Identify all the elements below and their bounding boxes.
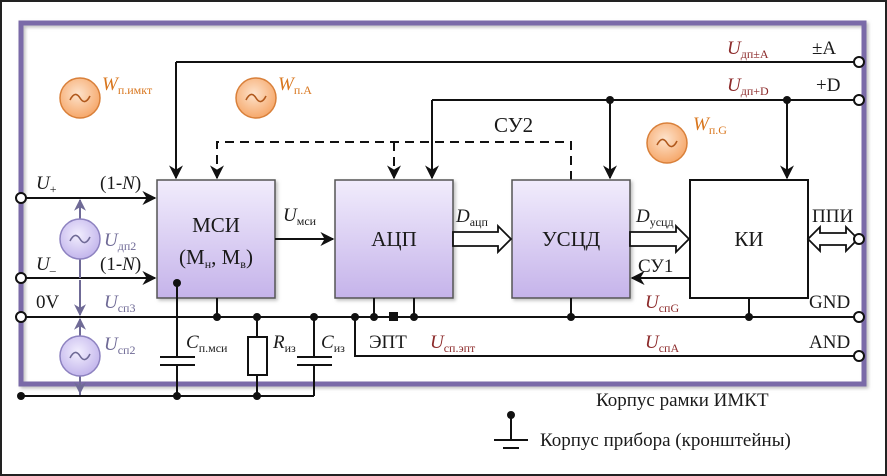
sine-icon — [656, 138, 678, 148]
junction-dot — [783, 96, 791, 104]
rail-and — [354, 317, 858, 357]
terminal-ppi[interactable] — [853, 233, 865, 245]
ppi-bidirectional-arrow — [806, 224, 860, 254]
label-d-uscd: Dусцд — [635, 206, 674, 229]
terminal-u-plus[interactable] — [15, 192, 27, 204]
label-r-iz: Rиз — [272, 332, 296, 355]
terminal-plus-d[interactable] — [853, 94, 865, 106]
label-c-p-msi: Cп.мси — [186, 332, 228, 355]
label-rail-and: AND — [809, 332, 850, 353]
label-d-adc: Dацп — [455, 206, 488, 229]
junction-dot — [173, 392, 181, 400]
junction-dot — [17, 392, 25, 400]
sine-icon — [69, 234, 91, 244]
interference-source-imkt: Wп.имкт — [59, 74, 153, 119]
label-u-sp2: Uсп2 — [104, 334, 135, 357]
label-u-sp-a: UспA — [645, 332, 679, 355]
label-u-dp2: Uдп2 — [104, 230, 136, 253]
caption-frame: Корпус рамки ИМКТ — [596, 390, 769, 411]
interference-source-g: Wп.G — [646, 114, 727, 164]
terminal-plus-a[interactable] — [853, 56, 865, 68]
label-w-p-imkt: Wп.имкт — [102, 74, 153, 97]
label-su2: СУ2 — [494, 113, 533, 137]
caption-chassis: Корпус прибора (кронштейны) — [540, 430, 791, 451]
label-u-plus: U+ — [36, 173, 57, 196]
block-adc[interactable] — [334, 179, 454, 299]
label-w-p-a: Wп.A — [278, 74, 312, 97]
label-u-sp-ept: Uсп.эпт — [430, 332, 476, 355]
imkt-frame — [18, 20, 867, 387]
gnd-junctions — [213, 313, 753, 321]
label-c-iz: Cиз — [321, 332, 345, 355]
sine-icon — [69, 93, 91, 103]
label-u-sp-g: UспG — [645, 292, 679, 315]
label-rail-plus-a: ±A — [812, 38, 836, 59]
label-w-p-g: Wп.G — [693, 114, 727, 137]
terminal-and[interactable] — [853, 350, 865, 362]
d-uscd-bus-arrow — [629, 223, 691, 255]
capacitor-c-p-msi — [160, 283, 195, 396]
ground-symbol-icon — [494, 415, 528, 449]
sine-icon — [245, 93, 267, 103]
label-u-dp-plus-a: Uдп±A — [727, 38, 769, 61]
junction-dot — [606, 96, 614, 104]
interference-source-a: Wп.A — [235, 74, 312, 119]
label-0v: 0V — [36, 292, 60, 313]
label-u-dp-plus-d: Uдп+D — [727, 75, 769, 98]
capacitor-c-iz — [297, 317, 332, 396]
block-msi-title: МСИ — [192, 213, 240, 237]
terminal-gnd[interactable] — [853, 311, 865, 323]
label-u-sp3: Uсп3 — [104, 292, 135, 315]
label-rail-plus-d: +D — [816, 75, 840, 96]
d-adc-bus-arrow — [452, 223, 513, 255]
block-adc-label: АЦП — [371, 227, 417, 251]
ept-square-node — [389, 312, 398, 321]
label-ppi: ППИ — [812, 206, 853, 227]
label-factor-2: (1-N) — [100, 254, 141, 275]
sine-icon — [69, 351, 91, 361]
block-ki-label: КИ — [734, 227, 763, 251]
terminal-0v[interactable] — [15, 311, 27, 323]
block-uscd-label: УСЦД — [542, 227, 600, 251]
label-u-minus: U– — [36, 254, 57, 277]
label-factor-1: (1-N) — [100, 173, 141, 194]
terminal-u-minus[interactable] — [15, 272, 27, 284]
junction-dot — [253, 392, 261, 400]
label-ept: ЭПТ — [369, 332, 407, 353]
label-u-msi: Uмси — [283, 205, 317, 228]
resistor-r-iz — [247, 336, 268, 376]
label-su1: СУ1 — [638, 256, 673, 277]
label-rail-gnd: GND — [809, 292, 850, 313]
